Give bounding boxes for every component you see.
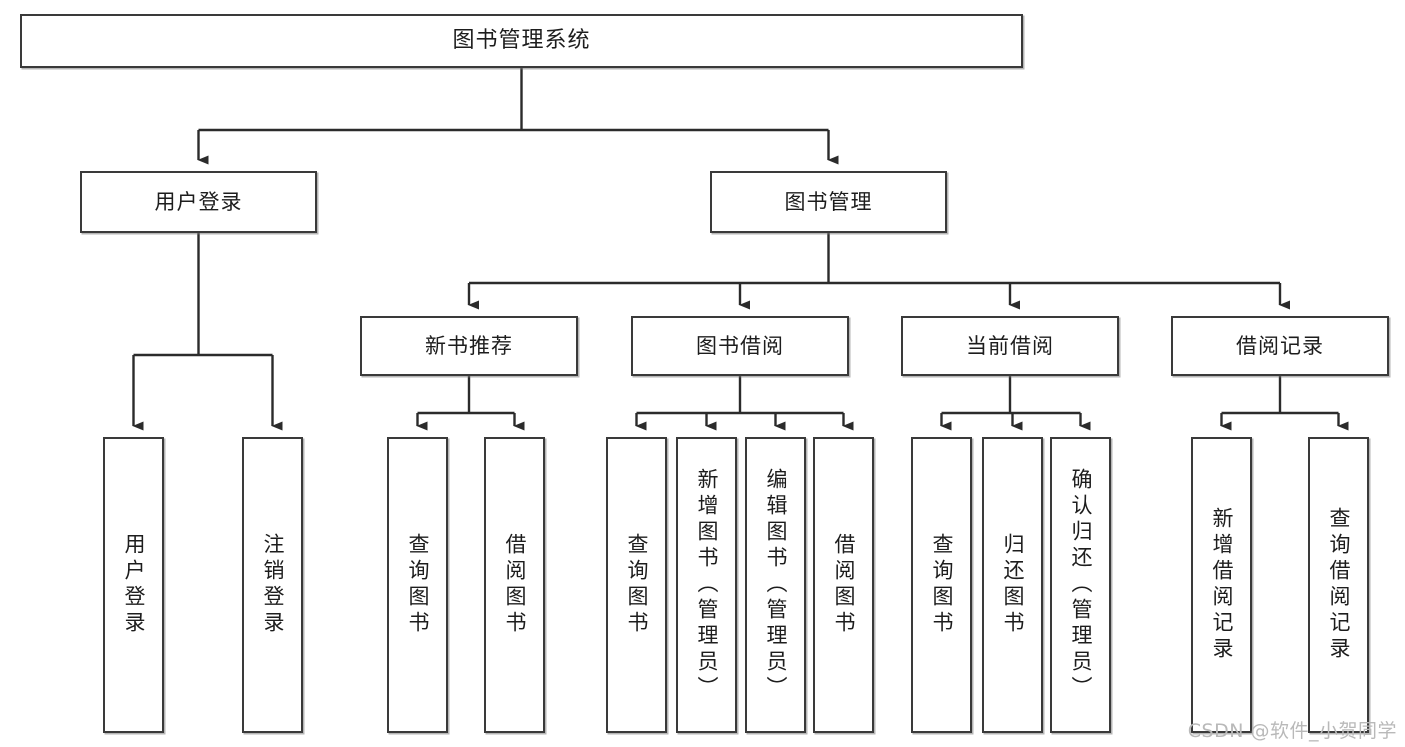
node-label: 查询图书: [406, 533, 430, 637]
node-leaf-query-book-3[interactable]: 查询图书: [911, 437, 972, 733]
node-leaf-query-record[interactable]: 查询借阅记录: [1308, 437, 1369, 733]
node-label: 新增图书（管理员）: [695, 468, 719, 702]
node-label: 新书推荐: [425, 333, 513, 358]
node-label: 借阅图书: [503, 533, 527, 637]
node-label: 归还图书: [1001, 533, 1025, 637]
node-label: 编辑图书（管理员）: [764, 468, 788, 702]
node-leaf-add-record[interactable]: 新增借阅记录: [1191, 437, 1252, 733]
node-label: 查询图书: [930, 533, 954, 637]
node-leaf-borrow-book-2[interactable]: 借阅图书: [813, 437, 874, 733]
watermark-text: CSDN @软件_小贺同学: [1187, 720, 1397, 742]
node-book-manage[interactable]: 图书管理: [710, 171, 947, 233]
node-label: 注销登录: [261, 533, 285, 637]
node-label: 新增借阅记录: [1210, 507, 1234, 663]
node-label: 图书管理系统: [452, 28, 591, 54]
node-new-book-rec[interactable]: 新书推荐: [360, 316, 578, 376]
node-leaf-return-book[interactable]: 归还图书: [982, 437, 1043, 733]
node-leaf-query-book-1[interactable]: 查询图书: [387, 437, 448, 733]
node-root[interactable]: 图书管理系统: [20, 14, 1023, 68]
node-label: 用户登录: [122, 533, 146, 637]
node-leaf-user-login[interactable]: 用户登录: [103, 437, 164, 733]
node-leaf-add-book[interactable]: 新增图书（管理员）: [676, 437, 737, 733]
node-label: 借阅图书: [832, 533, 856, 637]
node-borrow-record[interactable]: 借阅记录: [1171, 316, 1389, 376]
node-leaf-borrow-book-1[interactable]: 借阅图书: [484, 437, 545, 733]
node-label: 查询借阅记录: [1327, 507, 1351, 663]
node-current-borrow[interactable]: 当前借阅: [901, 316, 1119, 376]
node-label: 图书借阅: [696, 333, 784, 358]
node-label: 用户登录: [154, 189, 243, 214]
node-label: 当前借阅: [966, 333, 1054, 358]
node-label: 图书管理: [784, 189, 873, 214]
node-leaf-confirm-return[interactable]: 确认归还（管理员）: [1050, 437, 1111, 733]
node-leaf-user-logout[interactable]: 注销登录: [242, 437, 303, 733]
node-leaf-query-book-2[interactable]: 查询图书: [606, 437, 667, 733]
node-book-borrow[interactable]: 图书借阅: [631, 316, 849, 376]
node-user-login[interactable]: 用户登录: [80, 171, 317, 233]
node-label: 确认归还（管理员）: [1069, 468, 1093, 702]
node-label: 借阅记录: [1236, 333, 1324, 358]
node-label: 查询图书: [625, 533, 649, 637]
node-leaf-edit-book[interactable]: 编辑图书（管理员）: [745, 437, 806, 733]
